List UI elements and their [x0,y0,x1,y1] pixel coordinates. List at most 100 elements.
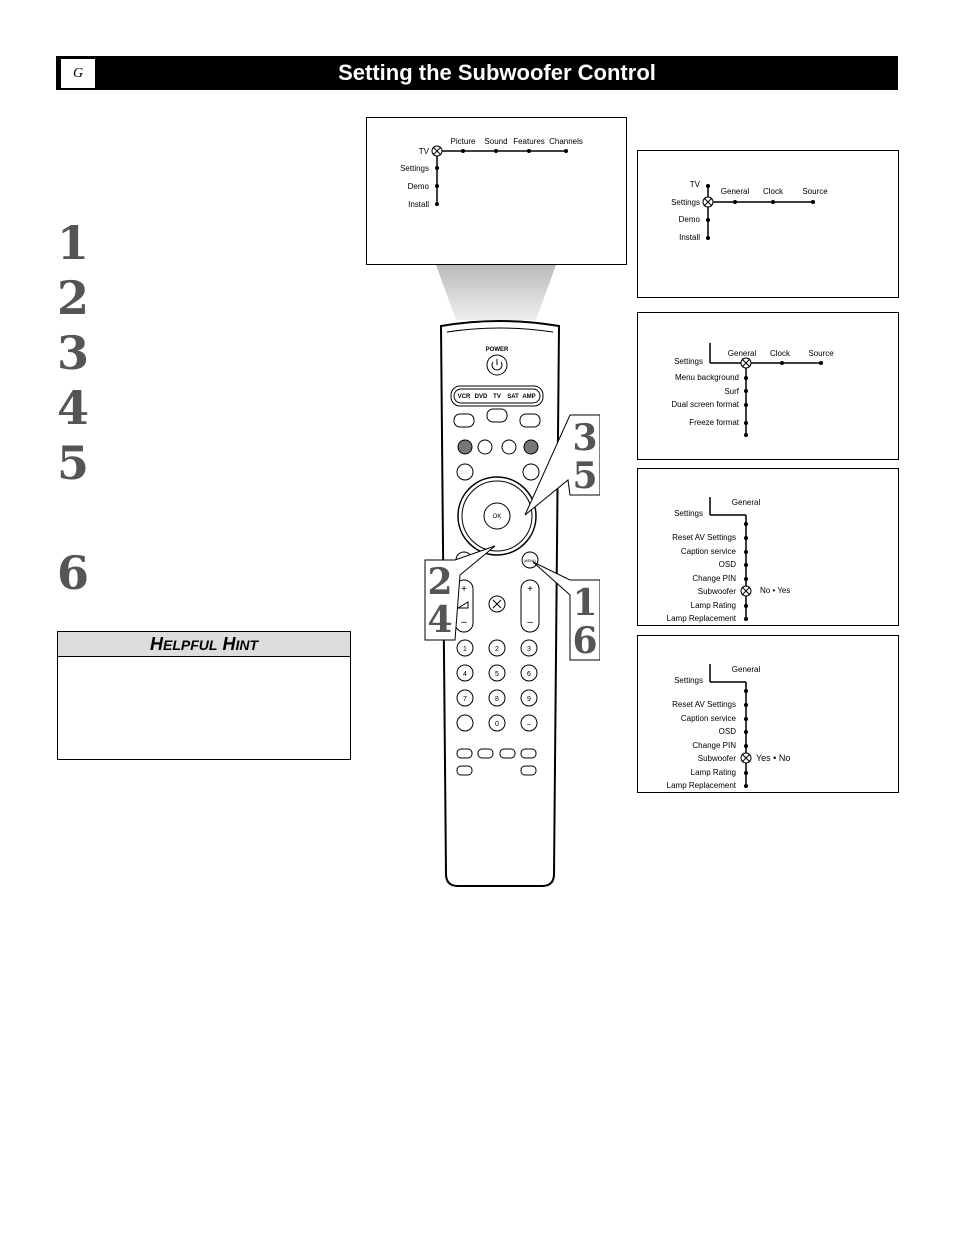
section-letter: G [60,58,96,89]
keypad-button[interactable] [456,689,474,707]
menu-item: Change PIN [692,741,736,750]
keypad-button[interactable] [520,639,538,657]
power-label: POWER [486,347,509,353]
remote-button[interactable] [456,765,473,776]
volume-down[interactable]: – [461,617,467,628]
general-menu-diagram: Settings Menu background Surf Dual scree… [671,343,834,437]
menu-item: Caption service [681,714,737,723]
keypad-button[interactable] [456,714,474,732]
source-dvd[interactable]: DVD [475,394,488,400]
menu-button[interactable] [521,551,539,569]
menu-item: Change PIN [692,574,736,583]
keypad-label: 2 [495,646,499,653]
step-number: 5 [57,436,90,490]
keypad-label: 0 [495,721,499,728]
remote-button[interactable] [499,748,516,759]
cursor-icon [432,146,442,156]
menu-item: Dual screen format [671,400,739,409]
keypad-button[interactable] [488,664,506,682]
menu-item: Settings [674,357,703,366]
volume-up[interactable]: + [461,584,467,595]
cursor-icon [741,753,751,763]
keypad-button[interactable] [488,639,506,657]
menu-item: Lamp Replacement [667,781,737,790]
submenu-item: Source [808,349,834,358]
menu-item: TV [419,147,430,156]
keypad-label: 8 [495,696,499,703]
subwoofer-menu-diagram: General Settings Reset AV Settings Capti… [667,497,790,623]
record-button[interactable] [457,439,473,455]
submenu-item: Sound [484,137,507,146]
step-number: 2 [57,271,90,325]
menu-header: General [732,498,761,507]
keypad-label: 9 [527,696,531,703]
menu-item: Surf [724,387,739,396]
remote-button[interactable] [486,408,508,423]
menu-item: Freeze format [689,418,740,427]
play-button[interactable] [501,439,517,455]
submenu-item: Clock [763,187,784,196]
remote-button[interactable] [522,463,540,481]
callout-number: 3 [572,417,598,459]
menu-item: Reset AV Settings [672,700,736,709]
tv-screen-subwoofer-on: General Settings Reset AV Settings Capti… [637,635,899,793]
remote-button[interactable] [453,413,475,428]
cursor-icon [703,197,713,207]
keypad-button[interactable] [520,689,538,707]
keypad-button[interactable] [488,689,506,707]
source-tv[interactable]: TV [493,394,501,400]
source-vcr[interactable]: VCR [458,394,471,400]
keypad-button[interactable] [456,639,474,657]
step-number: 3 [57,326,90,380]
keypad-button[interactable] [520,664,538,682]
menu-item: TV [690,180,701,189]
menu-item: OSD [719,727,737,736]
main-menu-diagram: TV Settings Demo Install Picture Sound F… [400,137,583,209]
remote-control: POWER VCR DVD TV SAT AMP OK MENU + – + – [439,320,561,887]
cursor-icon [741,586,751,596]
channel-rocker[interactable] [520,579,540,633]
tv-screen-settings: TV Settings Demo Install General Clock S… [637,150,899,298]
channel-up[interactable]: + [527,584,533,595]
step-number: 1 [57,216,90,270]
keypad-button[interactable] [520,714,538,732]
submenu-item: Channels [549,137,583,146]
menu-item: Lamp Replacement [667,614,737,623]
remote-button[interactable] [456,748,473,759]
tv-screen-main-menu: TV Settings Demo Install Picture Sound F… [366,117,627,265]
remote-button[interactable] [519,413,541,428]
fast-forward-button[interactable] [523,439,539,455]
source-sat[interactable]: SAT [507,394,519,400]
channel-down[interactable]: – [527,617,533,628]
menu-item: Demo [408,182,430,191]
step-number: 6 [57,546,90,600]
keypad-label: 4 [463,671,467,678]
ok-label: OK [493,514,502,520]
callout-number: 1 [572,582,598,624]
ir-beam [436,265,556,320]
page-title: Setting the Subwoofer Control [338,60,656,85]
source-selector[interactable] [450,385,544,407]
header-bar [56,56,898,90]
keypad-button[interactable] [456,664,474,682]
remote-button[interactable] [456,463,474,481]
source-amp[interactable]: AMP [522,394,535,400]
option-values: No • Yes [760,586,790,595]
menu-item: Install [408,200,429,209]
remote-button[interactable] [520,765,537,776]
keypad-button[interactable] [488,714,506,732]
ok-button[interactable] [483,502,511,530]
step-number: 4 [57,381,90,435]
menu-item: Subwoofer [698,587,737,596]
remote-button[interactable] [520,748,537,759]
submenu-item: Clock [770,349,791,358]
stop-button[interactable] [477,439,493,455]
menu-header: General [732,665,761,674]
remote-button[interactable] [477,748,494,759]
subwoofer-menu-diagram: General Settings Reset AV Settings Capti… [667,664,790,790]
submenu-item: General [728,349,757,358]
menu-item: Settings [671,198,700,207]
menu-item: Demo [679,215,701,224]
menu-item: Lamp Rating [691,601,736,610]
callout-number: 5 [572,455,598,497]
